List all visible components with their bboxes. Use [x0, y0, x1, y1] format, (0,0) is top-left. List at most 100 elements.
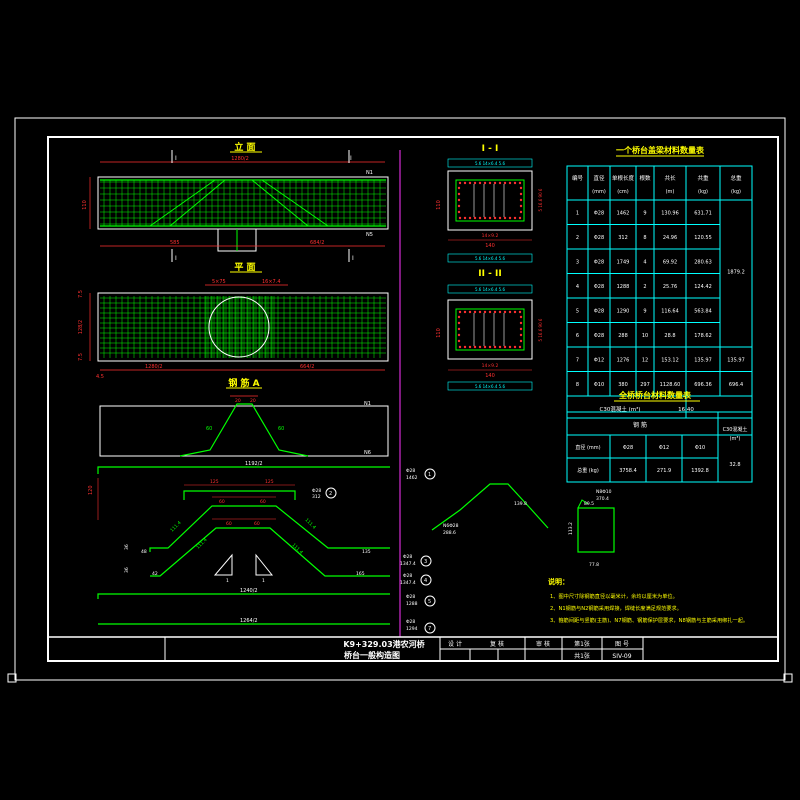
note-2: 2、N1钢筋与N2钢筋采用焊接，焊缝长度满足规范要求。 [550, 604, 682, 612]
table1-cell: 631.71 [694, 210, 712, 216]
svg-text:7.5: 7.5 [78, 353, 84, 361]
svg-text:135: 135 [362, 549, 371, 555]
svg-text:5.6 14×6.4 5.6: 5.6 14×6.4 5.6 [475, 256, 506, 261]
table1-cell: 7 [576, 357, 579, 363]
table1-unit: (m) [666, 189, 675, 195]
svg-text:(m³): (m³) [730, 436, 741, 442]
table1-header: 共重 [697, 174, 709, 182]
svg-text:Φ28: Φ28 [406, 468, 415, 474]
rebar-a-bent-bar [179, 403, 309, 457]
table1-header: 共长 [664, 174, 676, 182]
table1-cell: 3 [576, 259, 579, 265]
svg-text:5.6 14×6.4 5.6: 5.6 14×6.4 5.6 [475, 287, 506, 292]
svg-text:I: I [352, 255, 354, 262]
table1-cell: 2 [576, 235, 579, 241]
table1-header: 直径 [593, 174, 605, 182]
svg-text:111.4: 111.4 [169, 520, 182, 533]
svg-text:5 16.6 90 6: 5 16.6 90 6 [538, 318, 543, 341]
svg-text:60: 60 [219, 499, 225, 505]
table1-cell: 280.63 [694, 259, 712, 265]
table1-header: 单根长度 [612, 174, 635, 182]
svg-text:Φ28: Φ28 [623, 445, 633, 451]
svg-text:K9+329.03港农河桥: K9+329.03港农河桥 [343, 639, 425, 649]
table1-cell: 116.64 [661, 308, 679, 314]
table1-concrete-label: C30混凝土 (m³) [600, 405, 641, 413]
svg-text:110: 110 [436, 200, 442, 210]
rebar-a-title: 钢 筋 A [228, 377, 259, 389]
svg-text:SIV-09: SIV-09 [612, 653, 631, 660]
svg-text:复 核: 复 核 [490, 640, 504, 648]
svg-text:N1: N1 [366, 170, 373, 176]
svg-text:370.4: 370.4 [596, 496, 609, 502]
stirrup-shape [577, 507, 615, 553]
table1-cell: Φ28 [594, 284, 604, 290]
table1-concrete-value: 16.40 [678, 407, 694, 413]
svg-text:77.8: 77.8 [589, 562, 599, 568]
table1-cell: 1462 [617, 210, 630, 216]
table1-cell: 6 [576, 333, 579, 339]
table1-cell: 24.96 [663, 235, 677, 241]
table1-cell: 312 [618, 235, 628, 241]
elevation-title: 立 面 [234, 141, 255, 153]
svg-text:1347.4: 1347.4 [400, 580, 416, 586]
svg-text:2: 2 [329, 491, 332, 497]
note-3: 3、箍筋间距与竖筋(主筋)、N7钢筋、钢筋保护层要求，N8钢筋与主筋采用绑扎一起… [550, 616, 748, 624]
svg-text:32.8: 32.8 [729, 462, 740, 468]
svg-text:20: 20 [250, 398, 256, 404]
outer-frame [14, 117, 786, 681]
table1-cell: 120.55 [694, 235, 712, 241]
svg-text:N6: N6 [364, 450, 371, 456]
svg-text:Φ28: Φ28 [312, 488, 321, 494]
table1-header: 编号 [572, 174, 584, 182]
svg-text:3758.4: 3758.4 [619, 468, 637, 474]
table1-title: 一个桥台盖梁材料数量表 [616, 145, 705, 155]
section2-outline [447, 299, 533, 360]
svg-text:I: I [175, 255, 177, 262]
svg-text:89.5: 89.5 [584, 501, 594, 507]
svg-text:110: 110 [82, 200, 88, 210]
svg-text:4.5: 4.5 [96, 374, 104, 380]
table1-unit: (kg) [731, 189, 741, 195]
table1-cell: 178.62 [694, 333, 712, 339]
svg-text:1: 1 [226, 578, 229, 584]
svg-text:N8Φ10: N8Φ10 [596, 489, 612, 495]
svg-text:共1张: 共1张 [574, 652, 590, 660]
svg-text:Φ28: Φ28 [403, 554, 412, 560]
table1-cell: 380 [618, 382, 628, 388]
svg-text:I: I [350, 155, 352, 162]
svg-text:128/2: 128/2 [78, 320, 84, 334]
svg-text:111.4: 111.4 [291, 542, 304, 555]
table1-cell: 135.97 [694, 357, 712, 363]
table1-cell: 696.4 [729, 382, 743, 388]
table2-title: 全桥桥台材料数量表 [618, 390, 692, 400]
notes-heading: 说明： [548, 577, 569, 586]
elevation-rebar-grid [100, 179, 386, 227]
table1-cell: 124.42 [694, 284, 712, 290]
table1-cell: Φ28 [594, 259, 604, 265]
svg-text:C30混凝土: C30混凝土 [723, 426, 748, 433]
table1-cell: 130.96 [661, 210, 679, 216]
section1-outline [447, 170, 533, 231]
table1-header: 根数 [639, 174, 651, 182]
svg-text:直径 (mm): 直径 (mm) [575, 444, 600, 451]
svg-text:664/2: 664/2 [300, 364, 314, 370]
svg-text:139.8: 139.8 [514, 501, 527, 507]
table1-cell: 9 [643, 308, 646, 314]
note-1: 1、图中尺寸除钢筋直径以毫米计，余均以厘米为单位。 [550, 592, 678, 600]
svg-text:N6Φ28: N6Φ28 [443, 523, 459, 529]
svg-text:钢 筋: 钢 筋 [633, 421, 647, 429]
svg-text:1280/2: 1280/2 [145, 364, 163, 370]
svg-text:5×75: 5×75 [212, 279, 226, 285]
svg-text:桥台一般构造图: 桥台一般构造图 [344, 650, 400, 660]
svg-text:1392.8: 1392.8 [691, 468, 709, 474]
svg-text:5 16.6 90 6: 5 16.6 90 6 [538, 188, 543, 211]
svg-text:684/2: 684/2 [310, 240, 324, 246]
table1-cell: 12 [642, 357, 648, 363]
svg-text:110: 110 [436, 328, 442, 338]
svg-text:1: 1 [428, 472, 431, 478]
table1-cell: 9 [643, 210, 646, 216]
inner-frame [47, 136, 779, 662]
table1-cell: 297 [640, 382, 650, 388]
